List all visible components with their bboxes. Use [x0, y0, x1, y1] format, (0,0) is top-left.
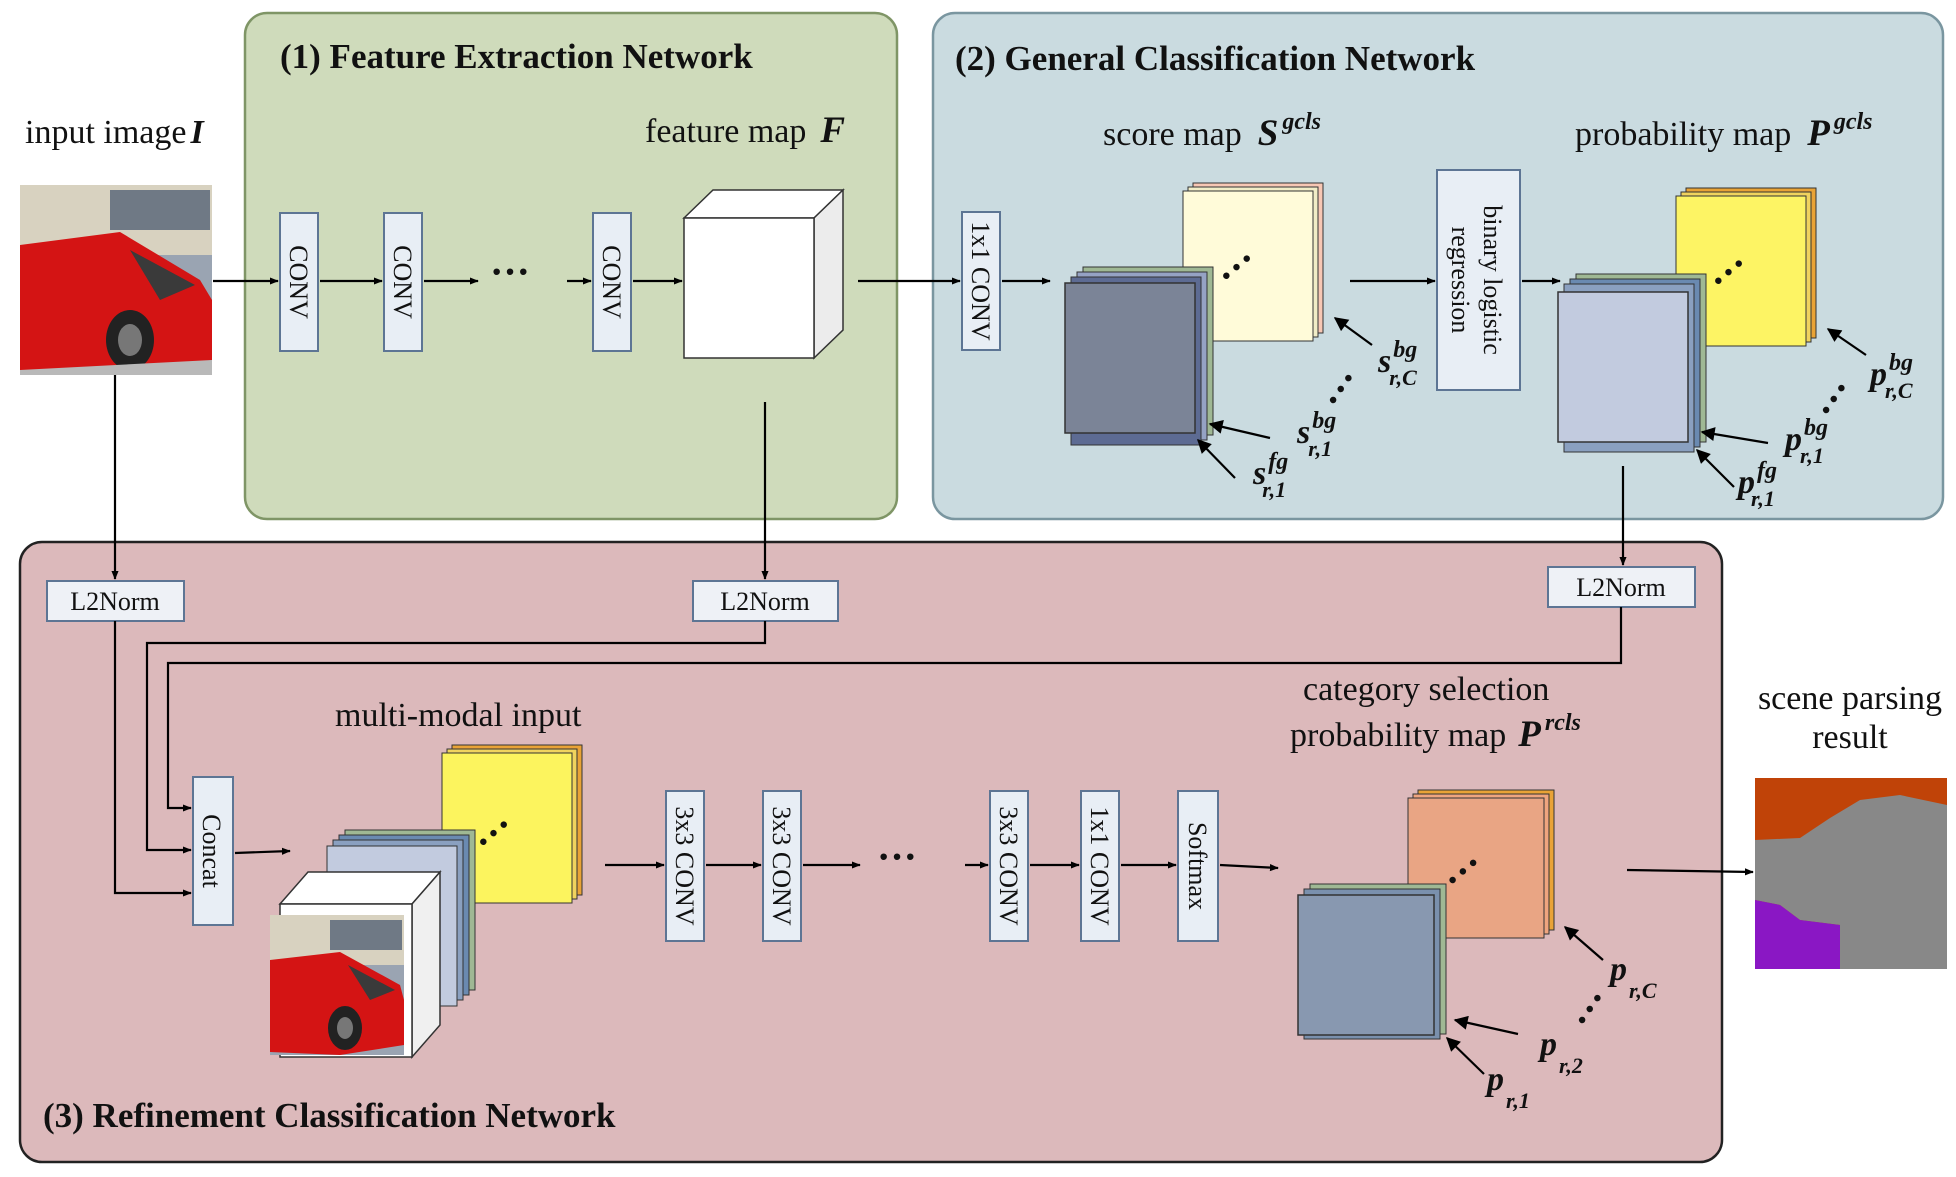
svg-text:Concat: Concat: [197, 814, 226, 888]
binary-logistic-regression-block: binary logistic regression: [1436, 169, 1521, 391]
scene-parsing-image: [1755, 778, 1947, 969]
l2norm-block-image: L2Norm: [46, 580, 185, 622]
conv-block-2: CONV: [383, 212, 423, 352]
svg-text:3x3 CONV: 3x3 CONV: [670, 806, 699, 925]
multi-modal-image-thumbnail: [270, 915, 404, 1055]
svg-text:3x3 CONV: 3x3 CONV: [767, 806, 796, 925]
softmax-block: Softmax: [1177, 790, 1219, 942]
ellipsis-refine: ···: [877, 834, 917, 879]
svg-text:L2Norm: L2Norm: [70, 587, 160, 616]
category-selection-stack: ···: [1297, 789, 1555, 1040]
p-r2-label: pr,2: [1537, 1026, 1583, 1078]
conv-block-3: CONV: [592, 212, 632, 352]
category-selection-label: category selection: [1303, 671, 1549, 708]
refinement-classification-panel: [18, 540, 1724, 1164]
conv1x1-block-general: 1x1 CONV: [961, 211, 1001, 351]
l2norm-block-prob: L2Norm: [1547, 566, 1696, 608]
svg-text:CONV: CONV: [284, 245, 313, 319]
svg-text:Softmax: Softmax: [1183, 822, 1212, 910]
general-classification-title: (2) General Classification Network: [955, 39, 1476, 78]
scene-parsing-result-label: result: [1812, 719, 1888, 756]
conv-block-1: CONV: [279, 212, 319, 352]
svg-text:CONV: CONV: [388, 245, 417, 319]
connectors: [111, 277, 1867, 1075]
score-map-stack: ···: [1064, 182, 1324, 446]
feature-extraction-title: (1) Feature Extraction Network: [280, 37, 753, 76]
p-r1-label: pr,1: [1484, 1061, 1530, 1113]
svg-text:L2Norm: L2Norm: [720, 587, 810, 616]
l2norm-block-feature: L2Norm: [692, 580, 839, 622]
feature-extraction-panel: [243, 11, 899, 521]
svg-text:regression: regression: [1446, 227, 1475, 334]
svg-text:3x3 CONV: 3x3 CONV: [994, 806, 1023, 925]
input-image: [20, 185, 212, 375]
svg-text:1x1 CONV: 1x1 CONV: [1085, 806, 1114, 925]
scene-parsing-label: scene parsing: [1758, 680, 1942, 717]
conv3x3-block-2: 3x3 CONV: [762, 790, 802, 942]
svg-text:CONV: CONV: [597, 245, 626, 319]
svg-text:L2Norm: L2Norm: [1576, 573, 1666, 602]
ellipsis: ···: [490, 249, 530, 294]
probability-map-stack: ···: [1557, 187, 1817, 453]
concat-block: Concat: [192, 776, 234, 926]
conv3x3-block-1: 3x3 CONV: [665, 790, 705, 942]
feature-map-cube: [682, 188, 845, 360]
refinement-classification-title: (3) Refinement Classification Network: [43, 1096, 616, 1135]
conv3x3-block-3: 3x3 CONV: [989, 790, 1029, 942]
svg-text:binary logistic: binary logistic: [1478, 205, 1507, 354]
multi-modal-input-label: multi-modal input: [335, 697, 582, 734]
svg-text:1x1 CONV: 1x1 CONV: [966, 221, 995, 340]
p-rC-label: pr,C: [1607, 951, 1657, 1003]
conv1x1-block-refine: 1x1 CONV: [1080, 790, 1120, 942]
